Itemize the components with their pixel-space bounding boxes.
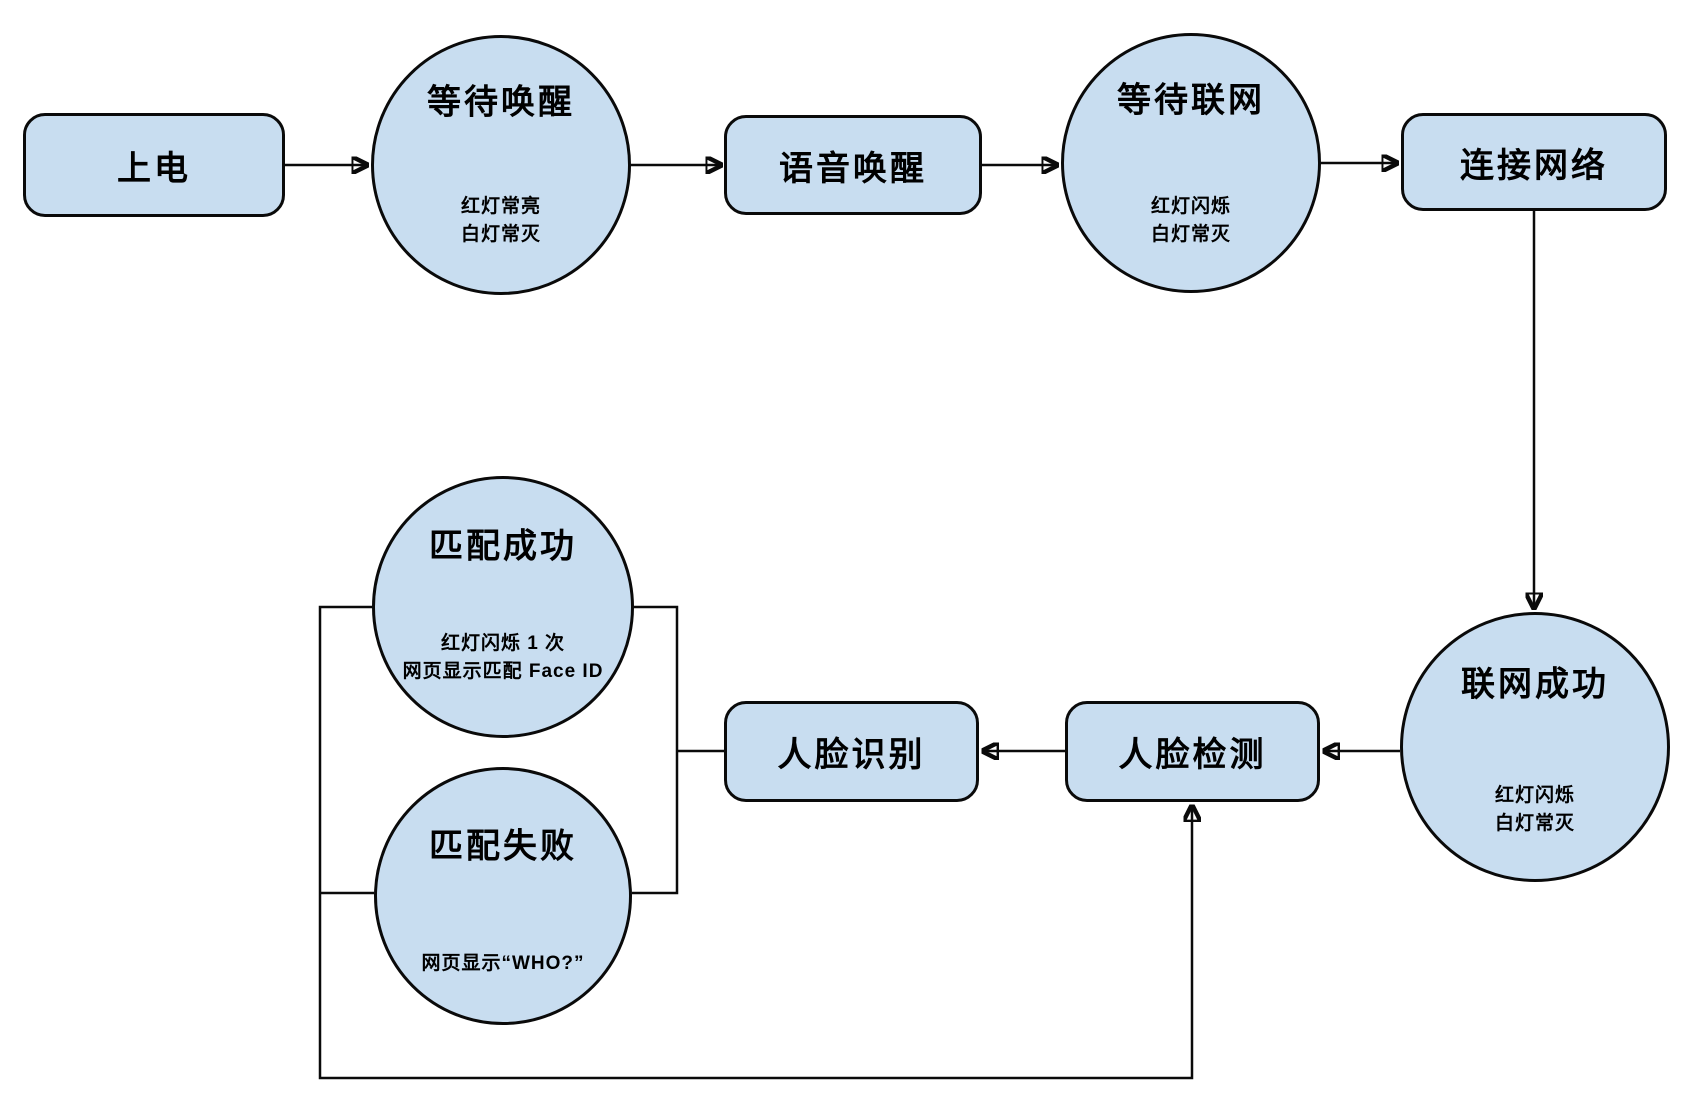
node-wait-wake-label: 等待唤醒 [427, 83, 575, 122]
node-face-detect: 人脸检测 [1065, 701, 1320, 802]
node-voice-wake: 语音唤醒 [724, 115, 982, 215]
node-power-on-label: 上电 [117, 149, 191, 188]
node-wait-network-note: 红灯闪烁 白灯常灭 [1150, 196, 1231, 246]
node-network-success-note: 红灯闪烁 白灯常灭 [1494, 785, 1575, 835]
node-wait-wake-note: 红灯常亮 白灯常灭 [460, 195, 541, 245]
node-wait-wake: 等待唤醒 红灯常亮 白灯常灭 [371, 35, 631, 295]
node-connect-network-label: 连接网络 [1460, 146, 1608, 185]
node-match-fail: 匹配失败 网页显示“WHO?” [374, 767, 632, 1025]
node-match-success-note: 红灯闪烁 1 次 网页显示匹配 Face ID [402, 633, 604, 683]
node-wait-network-label: 等待联网 [1117, 81, 1265, 120]
node-match-success: 匹配成功 红灯闪烁 1 次 网页显示匹配 Face ID [372, 476, 634, 738]
node-power-on: 上电 [23, 113, 285, 217]
node-face-recognize-label: 人脸识别 [777, 736, 926, 774]
edge-branch-to-match-circles [632, 605, 679, 895]
node-network-success: 联网成功 红灯闪烁 白灯常灭 [1400, 612, 1670, 882]
node-match-fail-note: 网页显示“WHO?” [421, 953, 585, 975]
node-connect-network: 连接网络 [1401, 113, 1667, 211]
node-face-detect-label: 人脸检测 [1118, 736, 1267, 774]
node-match-fail-label: 匹配失败 [429, 827, 577, 866]
node-voice-wake-label: 语音唤醒 [779, 149, 927, 188]
node-face-recognize: 人脸识别 [724, 701, 979, 802]
node-network-success-label: 联网成功 [1461, 665, 1609, 704]
node-match-success-label: 匹配成功 [429, 527, 577, 566]
edge-loop-back-to-face-detect [318, 605, 1192, 1080]
node-wait-network: 等待联网 红灯闪烁 白灯常灭 [1061, 33, 1321, 293]
